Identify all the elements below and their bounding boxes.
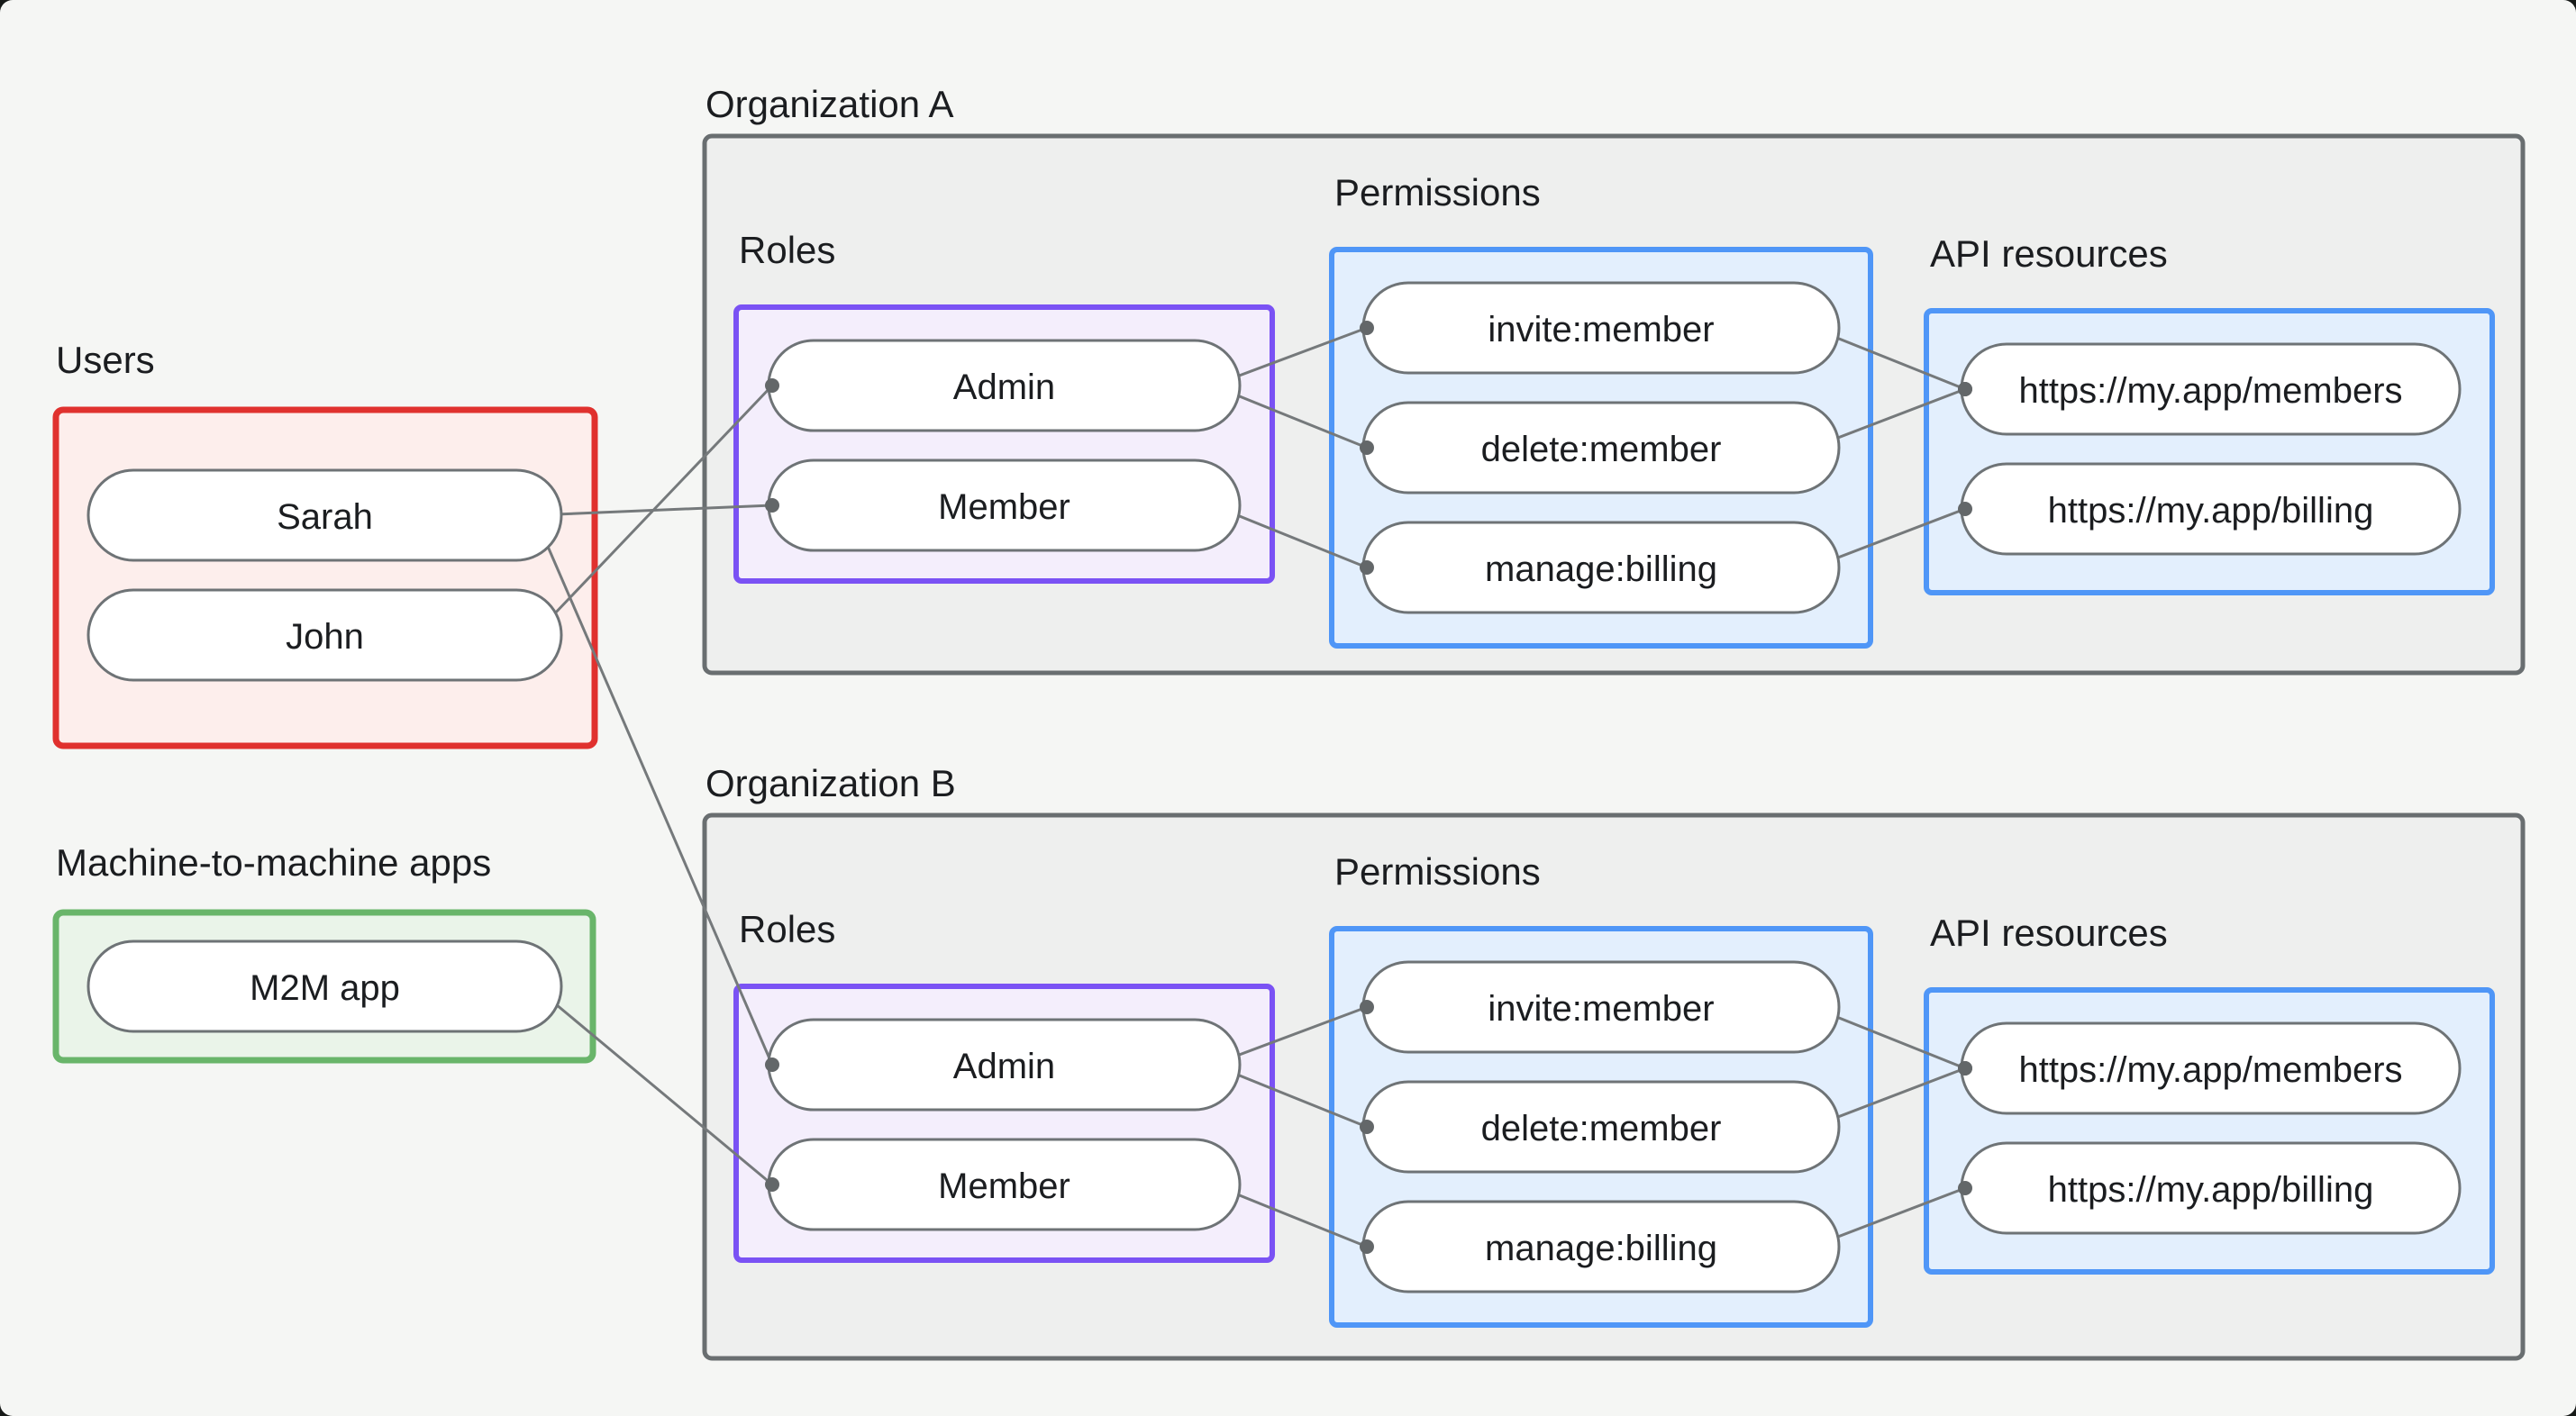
- m2m-group-label: Machine-to-machine apps: [56, 841, 491, 884]
- node-label-orgB-api-members: https://my.app/members: [2018, 1050, 2402, 1090]
- node-pill-user-john: [86, 588, 563, 682]
- node-label-m2m-app: M2M app: [250, 968, 400, 1008]
- node-label-orgA-role-admin: Admin: [953, 368, 1055, 407]
- edge-endpoint-dot: [765, 1057, 779, 1072]
- org-a-label: Organization A: [705, 83, 954, 125]
- node-label-user-sarah: Sarah: [277, 497, 373, 537]
- org-a-permissions-label: Permissions: [1334, 171, 1541, 213]
- edge-endpoint-dot: [765, 498, 779, 513]
- edge-endpoints-layer: [765, 321, 1972, 1254]
- edge-endpoint-dot: [1958, 1181, 1972, 1195]
- edge-endpoint-dot: [1360, 1239, 1374, 1254]
- edge-endpoint-dot: [1360, 440, 1374, 455]
- edge-endpoint-dot: [1360, 321, 1374, 335]
- node-label-orgB-perm-invite: invite:member: [1488, 989, 1714, 1029]
- node-label-orgB-perm-manage: manage:billing: [1485, 1229, 1717, 1268]
- edge-endpoint-dot: [1958, 382, 1972, 396]
- node-label-orgB-role-admin: Admin: [953, 1047, 1055, 1086]
- node-label-orgA-perm-delete: delete:member: [1481, 430, 1722, 469]
- users-group-box: [52, 406, 598, 749]
- node-label-orgA-api-members: https://my.app/members: [2018, 371, 2402, 411]
- node-pill-user-sarah: [86, 468, 563, 562]
- edge-endpoint-dot: [1958, 502, 1972, 516]
- node-label-orgA-role-member: Member: [938, 487, 1070, 527]
- edge-endpoint-dot: [765, 378, 779, 393]
- edge-endpoint-dot: [1360, 560, 1374, 575]
- node-label-orgB-perm-delete: delete:member: [1481, 1109, 1722, 1148]
- node-label-orgA-perm-invite: invite:member: [1488, 310, 1714, 349]
- org-b-api-resources-label: API resources: [1930, 912, 2168, 954]
- node-pill-m2m-app: [86, 939, 563, 1033]
- node-label-orgB-api-billing: https://my.app/billing: [2048, 1170, 2374, 1210]
- node-label-orgB-role-member: Member: [938, 1166, 1070, 1206]
- node-label-user-john: John: [286, 617, 364, 657]
- edge-m2m-app-to-orgB-role-member: [533, 985, 773, 1186]
- org-a-api-resources-label: API resources: [1930, 232, 2168, 275]
- users-group-label: Users: [56, 339, 155, 381]
- edge-user-sarah-to-orgB-role-admin: [532, 514, 774, 1066]
- org-b-roles-label: Roles: [739, 908, 835, 950]
- edge-user-john-to-orgA-role-admin: [532, 384, 774, 637]
- org-b-permissions-label: Permissions: [1334, 850, 1541, 893]
- edge-endpoint-dot: [1360, 1120, 1374, 1134]
- org-b-label: Organization B: [705, 762, 956, 804]
- node-label-orgA-perm-manage: manage:billing: [1485, 549, 1717, 589]
- edge-endpoint-dot: [765, 1177, 779, 1192]
- edge-endpoint-dot: [1958, 1061, 1972, 1076]
- edge-endpoint-dot: [1360, 1000, 1374, 1014]
- node-label-orgA-api-billing: https://my.app/billing: [2048, 491, 2374, 531]
- org-a-roles-label: Roles: [739, 229, 835, 271]
